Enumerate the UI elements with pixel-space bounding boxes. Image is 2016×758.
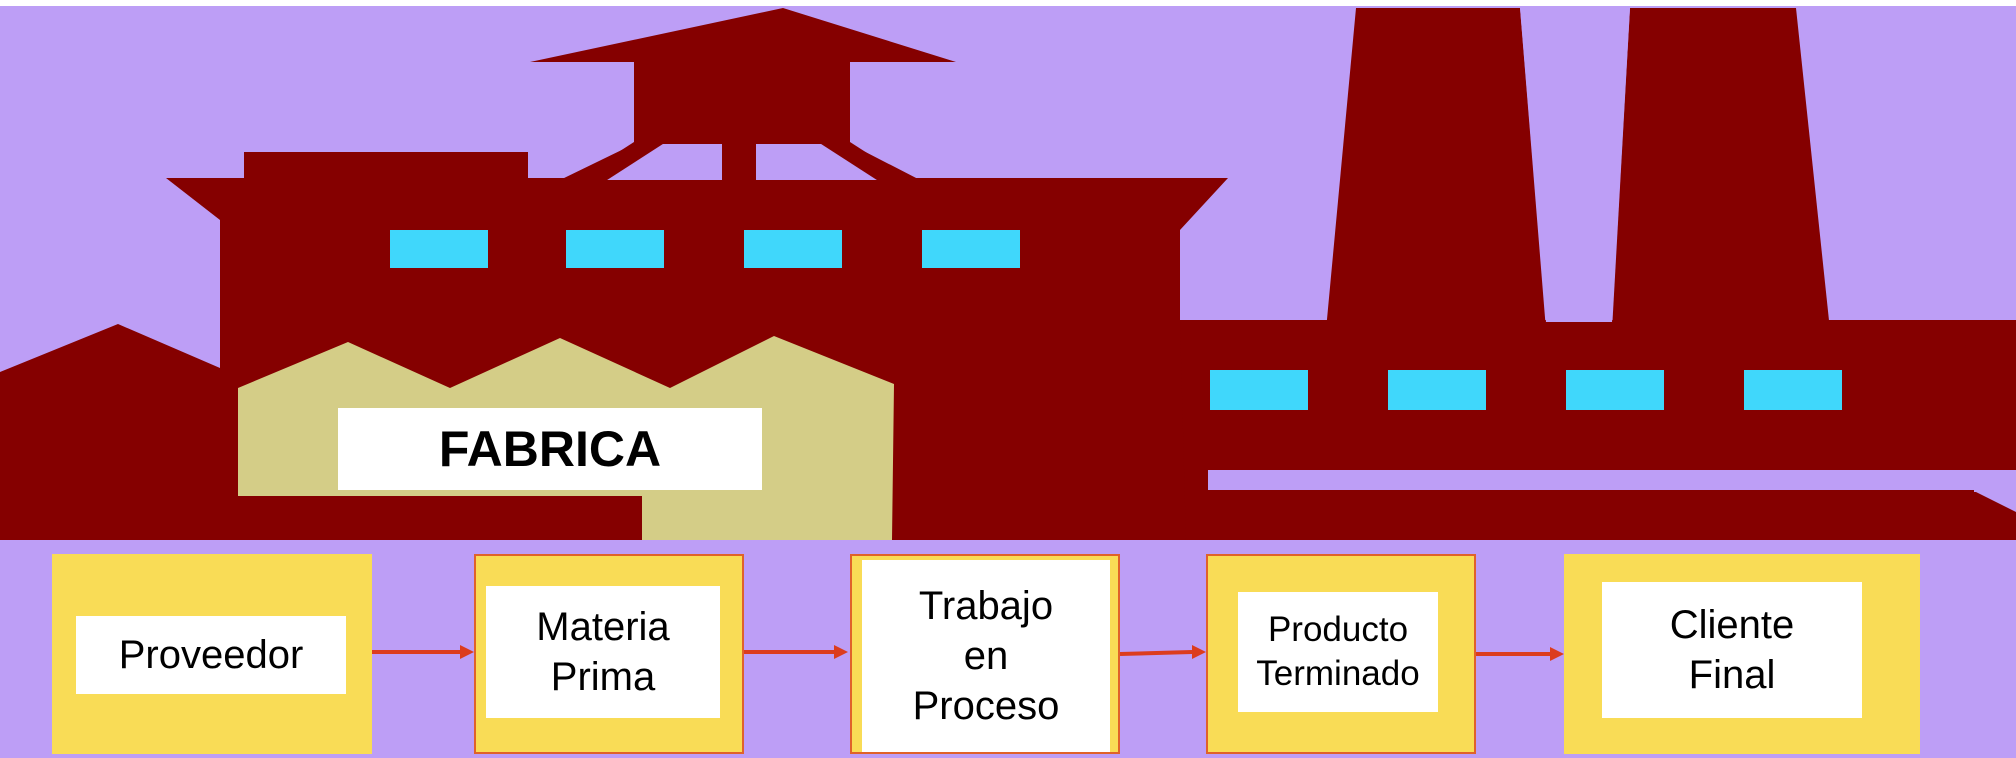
step-supplier-box: Proveedor — [52, 554, 372, 754]
window — [1566, 370, 1664, 410]
step-wip-line-3: Proceso — [912, 684, 1060, 728]
arrow-1 — [372, 645, 474, 659]
step-finished-product-label: Producto Terminado — [1238, 592, 1438, 712]
step-supplier-line-1: Proveedor — [118, 633, 304, 677]
window — [1210, 370, 1308, 410]
flow-arrows — [372, 645, 1564, 661]
step-wip-line-2: en — [963, 634, 1009, 678]
tower-side-gap-right — [756, 144, 890, 180]
step-finished-product-line-1: Producto — [1267, 610, 1409, 650]
tower-mast-front — [722, 140, 756, 184]
window — [1744, 370, 1842, 410]
tower-side-gap-left — [590, 144, 722, 180]
window — [390, 230, 488, 268]
arrow-4 — [1476, 647, 1564, 661]
roof-peak — [530, 8, 956, 62]
window — [1388, 370, 1486, 410]
tower-strut-right — [818, 142, 912, 182]
step-raw-material-line-2: Prima — [550, 655, 656, 699]
stack-gap-wedge — [1520, 8, 1630, 322]
smokestack-left — [1326, 8, 1546, 330]
lower-windows — [1210, 370, 1842, 410]
step-final-customer-line-1: Cliente — [1669, 603, 1795, 647]
step-raw-material-box: Materia Prima — [474, 554, 744, 754]
tower — [634, 62, 850, 144]
step-raw-material-label: Materia Prima — [486, 586, 720, 718]
factory-label-text: FABRICA — [438, 420, 662, 477]
right-wing-base — [1208, 490, 1974, 540]
window — [566, 230, 664, 268]
step-finished-product-box: Producto Terminado — [1206, 554, 1476, 754]
right-wing-end — [1960, 320, 2016, 368]
step-final-customer-line-2: Final — [1688, 653, 1776, 697]
step-wip-box: Trabajo en Proceso — [850, 554, 1120, 754]
step-supplier-label: Proveedor — [76, 616, 346, 694]
window — [922, 230, 1020, 268]
step-wip-label: Trabajo en Proceso — [862, 560, 1110, 752]
tower-strut-left — [572, 142, 666, 182]
arrow-3 — [1119, 645, 1206, 659]
step-wip-line-1: Trabajo — [918, 584, 1054, 628]
upper-windows — [390, 230, 1020, 268]
window — [744, 230, 842, 268]
factory-label: FABRICA — [338, 408, 762, 490]
step-finished-product-line-2: Terminado — [1256, 654, 1420, 693]
smokestack-right — [1612, 8, 1830, 330]
arrow-2 — [744, 645, 848, 659]
step-final-customer-label: Cliente Final — [1602, 582, 1862, 718]
step-raw-material-line-1: Materia — [536, 605, 670, 649]
step-final-customer-box: Cliente Final — [1564, 554, 1920, 754]
